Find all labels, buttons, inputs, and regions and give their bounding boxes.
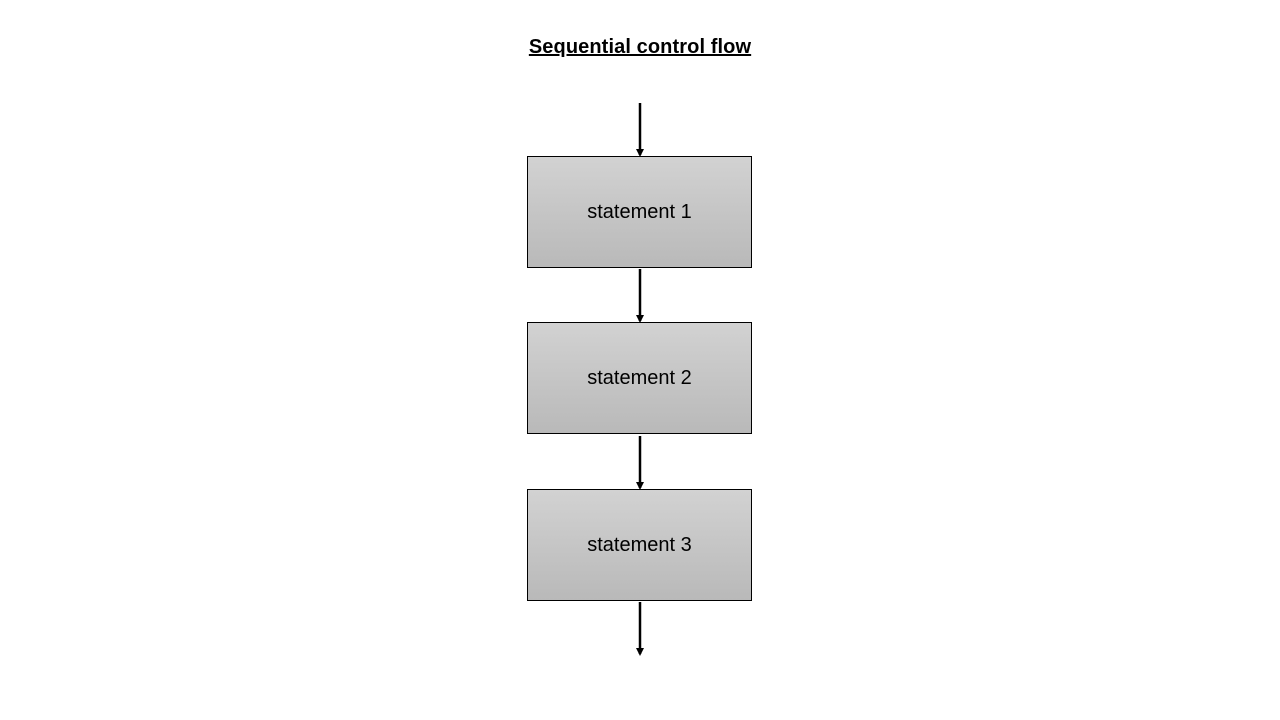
statement-box-1: statement 1 — [527, 156, 752, 268]
diagram-title: Sequential control flow — [528, 36, 752, 58]
statement-label-2: statement 2 — [587, 366, 692, 389]
statement-box-3: statement 3 — [527, 489, 752, 601]
statement-label-1: statement 1 — [587, 200, 692, 223]
statement-label-3: statement 3 — [587, 533, 692, 556]
statement-box-2: statement 2 — [527, 322, 752, 434]
